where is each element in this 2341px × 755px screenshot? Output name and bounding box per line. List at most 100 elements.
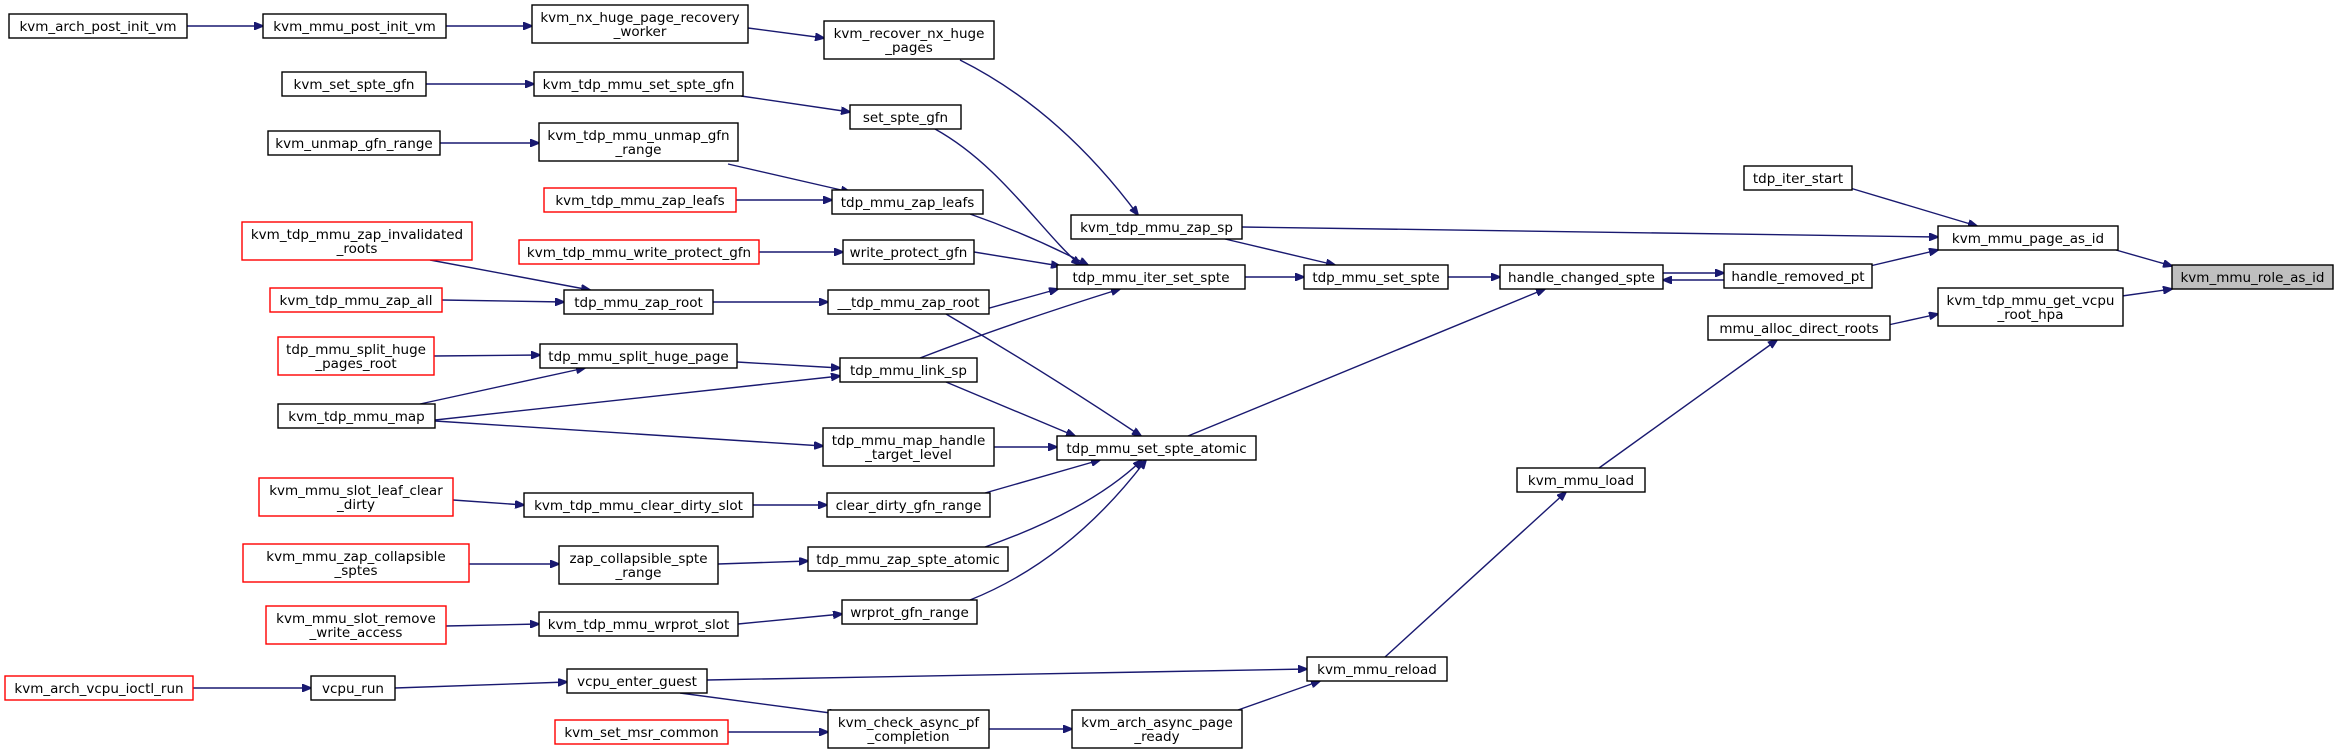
node-box[interactable] — [822, 427, 995, 467]
node-box[interactable] — [265, 605, 447, 645]
node-kvm-tdp-mmu-unmap-gfn-range[interactable]: kvm_tdp_mmu_unmap_gfn_range — [538, 122, 739, 162]
node-zap-collapsible-spte-range[interactable]: zap_collapsible_spte_range — [558, 545, 719, 585]
node-box[interactable] — [563, 289, 714, 315]
node-box[interactable] — [533, 71, 744, 97]
node-box[interactable] — [827, 289, 990, 315]
node---tdp-mmu-zap-root[interactable]: __tdp_mmu_zap_root — [827, 289, 990, 315]
node-handle-removed-pt[interactable]: handle_removed_pt — [1723, 263, 1873, 289]
node-kvm-tdp-mmu-set-spte-gfn[interactable]: kvm_tdp_mmu_set_spte_gfn — [533, 71, 744, 97]
node-box[interactable] — [267, 130, 441, 156]
node-box[interactable] — [566, 668, 708, 694]
node-box[interactable] — [538, 122, 739, 162]
node-box[interactable] — [558, 545, 719, 585]
node-box[interactable] — [241, 221, 473, 261]
node-box[interactable] — [518, 239, 760, 265]
node-kvm-recover-nx-huge-pages[interactable]: kvm_recover_nx_huge_pages — [823, 20, 995, 60]
node-box[interactable] — [281, 71, 427, 97]
node-box[interactable] — [269, 287, 443, 313]
node-tdp-mmu-set-spte-atomic[interactable]: tdp_mmu_set_spte_atomic — [1056, 435, 1257, 461]
node-kvm-unmap-gfn-range[interactable]: kvm_unmap_gfn_range — [267, 130, 441, 156]
node-box[interactable] — [842, 239, 975, 265]
node-kvm-set-spte-gfn[interactable]: kvm_set_spte_gfn — [281, 71, 427, 97]
node-tdp-iter-start[interactable]: tdp_iter_start — [1743, 165, 1853, 191]
node-box[interactable] — [310, 675, 396, 701]
node-kvm-mmu-slot-leaf-clear-dirty[interactable]: kvm_mmu_slot_leaf_clear_dirty — [258, 477, 454, 517]
node-get-vcpu-root-hpa[interactable]: kvm_tdp_mmu_get_vcpu_root_hpa — [1937, 287, 2124, 327]
node-kvm-arch-post-init-vm[interactable]: kvm_arch_post_init_vm — [8, 13, 188, 39]
node-box[interactable] — [531, 4, 749, 44]
node-tdp-mmu-zap-leafs[interactable]: tdp_mmu_zap_leafs — [831, 189, 984, 215]
node-vcpu-run[interactable]: vcpu_run — [310, 675, 396, 701]
node-kvm-arch-async-page-ready[interactable]: kvm_arch_async_page_ready — [1071, 709, 1243, 749]
node-box[interactable] — [1303, 264, 1449, 290]
edge-get_vcpu_root_hpa-to-root — [2121, 289, 2172, 297]
node-tdp-mmu-split-huge-pages-root[interactable]: tdp_mmu_split_huge_pages_root — [277, 336, 435, 376]
node-kvm-set-msr-common[interactable]: kvm_set_msr_common — [554, 719, 729, 745]
node-box[interactable] — [831, 189, 984, 215]
node-box[interactable] — [554, 719, 729, 745]
node-kvm-nx-huge-page-recovery-worker[interactable]: kvm_nx_huge_page_recovery_worker — [531, 4, 749, 44]
node-box[interactable] — [841, 599, 978, 625]
node-tdp-mmu-set-spte[interactable]: tdp_mmu_set_spte — [1303, 264, 1449, 290]
node-kvm-mmu-reload[interactable]: kvm_mmu_reload — [1306, 656, 1448, 682]
node-kvm-tdp-mmu-write-protect-gfn[interactable]: kvm_tdp_mmu_write_protect_gfn — [518, 239, 760, 265]
node-kvm-arch-vcpu-ioctl-run[interactable]: kvm_arch_vcpu_ioctl_run — [4, 675, 194, 701]
node-write-protect-gfn[interactable]: write_protect_gfn — [842, 239, 975, 265]
node-kvm-check-async-pf-completion[interactable]: kvm_check_async_pf_completion — [827, 709, 990, 749]
node-wrprot-gfn-range[interactable]: wrprot_gfn_range — [841, 599, 978, 625]
node-box[interactable] — [1937, 287, 2124, 327]
node-set-spte-gfn[interactable]: set_spte_gfn — [849, 104, 962, 130]
node-box[interactable] — [523, 492, 754, 518]
node-box[interactable] — [538, 611, 739, 637]
node-box[interactable] — [262, 13, 447, 39]
node-box[interactable] — [827, 709, 990, 749]
node-kvm-tdp-mmu-zap-sp[interactable]: kvm_tdp_mmu_zap_sp — [1070, 214, 1243, 240]
node-tdp-mmu-iter-set-spte[interactable]: tdp_mmu_iter_set_spte — [1056, 264, 1246, 290]
node-box[interactable] — [826, 492, 991, 518]
node-box[interactable] — [242, 543, 470, 583]
node-box[interactable] — [8, 13, 188, 39]
node-kvm-mmu-zap-collapsible-sptes[interactable]: kvm_mmu_zap_collapsible_sptes — [242, 543, 470, 583]
node-tdp-mmu-zap-root[interactable]: tdp_mmu_zap_root — [563, 289, 714, 315]
node-mmu-alloc-direct-roots[interactable]: mmu_alloc_direct_roots — [1707, 315, 1891, 341]
node-box[interactable] — [1499, 264, 1664, 290]
node-box[interactable] — [543, 187, 737, 213]
node-vcpu-enter-guest[interactable]: vcpu_enter_guest — [566, 668, 708, 694]
node-kvm-mmu-slot-remove-write-access[interactable]: kvm_mmu_slot_remove_write_access — [265, 605, 447, 645]
node-box[interactable] — [839, 357, 978, 383]
node-kvm-tdp-mmu-clear-dirty-slot[interactable]: kvm_tdp_mmu_clear_dirty_slot — [523, 492, 754, 518]
node-box[interactable] — [823, 20, 995, 60]
node-box[interactable] — [1743, 165, 1853, 191]
node-box[interactable] — [1723, 263, 1873, 289]
node-box[interactable] — [1306, 656, 1448, 682]
node-box[interactable] — [807, 546, 1009, 572]
node-box[interactable] — [1707, 315, 1891, 341]
node-tdp-mmu-split-huge-page[interactable]: tdp_mmu_split_huge_page — [539, 343, 738, 369]
node-tdp-mmu-link-sp[interactable]: tdp_mmu_link_sp — [839, 357, 978, 383]
edge-kvm_arch_async_page_ready-to-kvm_mmu_reload — [1237, 681, 1320, 711]
node-box[interactable] — [1056, 435, 1257, 461]
node-box[interactable] — [4, 675, 194, 701]
node-kvm-tdp-mmu-zap-leafs[interactable]: kvm_tdp_mmu_zap_leafs — [543, 187, 737, 213]
node-page-as-id[interactable]: kvm_mmu_page_as_id — [1937, 225, 2119, 251]
node-kvm-mmu-load[interactable]: kvm_mmu_load — [1516, 467, 1646, 493]
node-clear-dirty-gfn-range[interactable]: clear_dirty_gfn_range — [826, 492, 991, 518]
node-kvm-tdp-mmu-zap-invalidated-roots[interactable]: kvm_tdp_mmu_zap_invalidated_roots — [241, 221, 473, 261]
node-kvm-tdp-mmu-map[interactable]: kvm_tdp_mmu_map — [277, 403, 436, 429]
node-kvm-tdp-mmu-zap-all[interactable]: kvm_tdp_mmu_zap_all — [269, 287, 443, 313]
node-handle-changed-spte[interactable]: handle_changed_spte — [1499, 264, 1664, 290]
node-box[interactable] — [539, 343, 738, 369]
node-box[interactable] — [1516, 467, 1646, 493]
node-kvm-tdp-mmu-wrprot-slot[interactable]: kvm_tdp_mmu_wrprot_slot — [538, 611, 739, 637]
node-box[interactable] — [1937, 225, 2119, 251]
node-box[interactable] — [277, 403, 436, 429]
node-kvm-mmu-post-init-vm[interactable]: kvm_mmu_post_init_vm — [262, 13, 447, 39]
node-box[interactable] — [1071, 709, 1243, 749]
node-tdp-mmu-map-handle-target-level[interactable]: tdp_mmu_map_handle_target_level — [822, 427, 995, 467]
node-box[interactable] — [258, 477, 454, 517]
node-box[interactable] — [277, 336, 435, 376]
node-box[interactable] — [1056, 264, 1246, 290]
node-tdp-mmu-zap-spte-atomic[interactable]: tdp_mmu_zap_spte_atomic — [807, 546, 1009, 572]
node-box[interactable] — [1070, 214, 1243, 240]
node-box[interactable] — [849, 104, 962, 130]
